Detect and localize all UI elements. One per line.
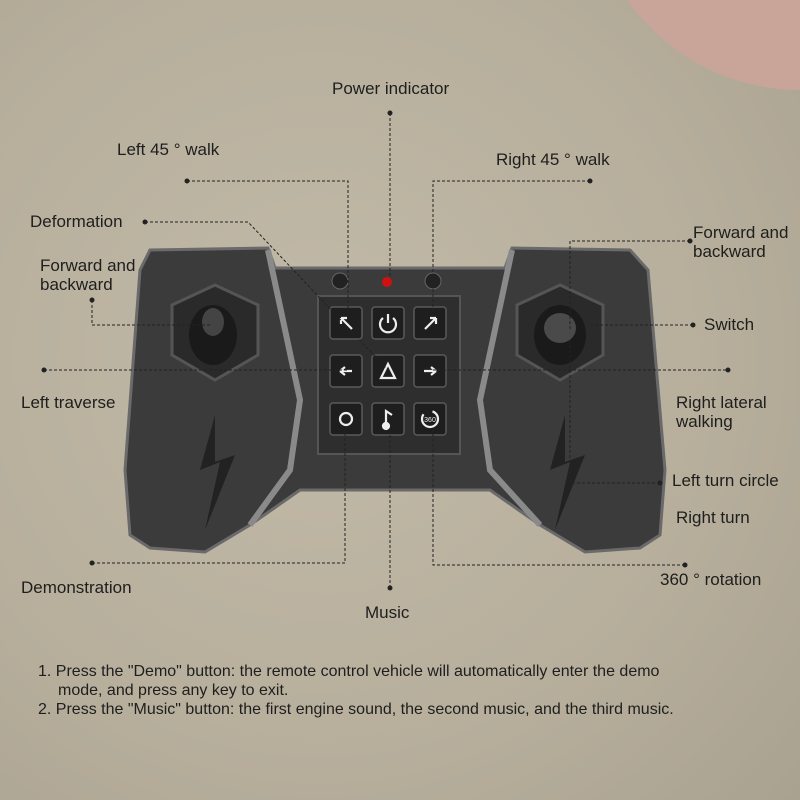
arrow-up-left-icon bbox=[339, 316, 353, 330]
label-deformation: Deformation bbox=[30, 212, 123, 231]
instructions: 1. Press the "Demo" button: the remote c… bbox=[38, 662, 790, 719]
label-music: Music bbox=[365, 603, 410, 622]
power-led bbox=[382, 277, 392, 287]
label-left-turn-circle: Left turn circle bbox=[672, 471, 779, 490]
label-right-45-walk: Right 45 ° walk bbox=[496, 150, 610, 169]
label-right-lateral-walking: Right lateral walking bbox=[676, 393, 767, 431]
rotation-360-button bbox=[413, 402, 447, 436]
arrow-up-right-icon bbox=[424, 316, 438, 330]
demo-button bbox=[329, 402, 363, 436]
label-left-45-walk: Left 45 ° walk bbox=[117, 140, 220, 159]
label-forward-backward-right: Forward and backward bbox=[693, 223, 788, 261]
360-button-text: 360 bbox=[424, 417, 436, 424]
label-line: backward bbox=[40, 275, 113, 294]
label-line: Forward and bbox=[40, 256, 136, 275]
power-icon bbox=[378, 314, 398, 334]
label-switch: Switch bbox=[704, 315, 755, 334]
music-note-icon bbox=[384, 408, 393, 425]
controller-body bbox=[123, 246, 667, 554]
label-forward-backward-left: Forward and backward bbox=[40, 256, 135, 294]
left-screw bbox=[331, 272, 349, 290]
label-power-indicator: Power indicator bbox=[332, 79, 450, 98]
label-line: walking bbox=[676, 412, 733, 431]
note-1-continued: mode, and press any key to exit. bbox=[58, 682, 289, 699]
rotate-360-icon bbox=[420, 409, 440, 429]
left-lightning-icon bbox=[200, 415, 235, 530]
leader-lines bbox=[44, 113, 728, 588]
leader-dots bbox=[41, 110, 731, 591]
music-button bbox=[371, 402, 405, 436]
deformation-icon bbox=[379, 361, 397, 380]
label-right-turn: Right turn bbox=[676, 508, 750, 527]
right-lightning-icon bbox=[550, 415, 585, 530]
note-2: 2. Press the "Music" button: the first e… bbox=[38, 701, 674, 718]
label-line: Right lateral bbox=[676, 393, 767, 412]
label-line: backward bbox=[693, 242, 766, 261]
label-demonstration: Demonstration bbox=[21, 578, 132, 597]
deformation-button bbox=[371, 354, 405, 388]
label-line: Forward and bbox=[693, 223, 789, 242]
background-corner bbox=[627, 0, 800, 90]
note-1: 1. Press the "Demo" button: the remote c… bbox=[38, 663, 660, 680]
label-360-rotation: 360 ° rotation bbox=[660, 570, 762, 589]
gear-icon bbox=[338, 411, 354, 427]
label-left-traverse: Left traverse bbox=[21, 393, 116, 412]
